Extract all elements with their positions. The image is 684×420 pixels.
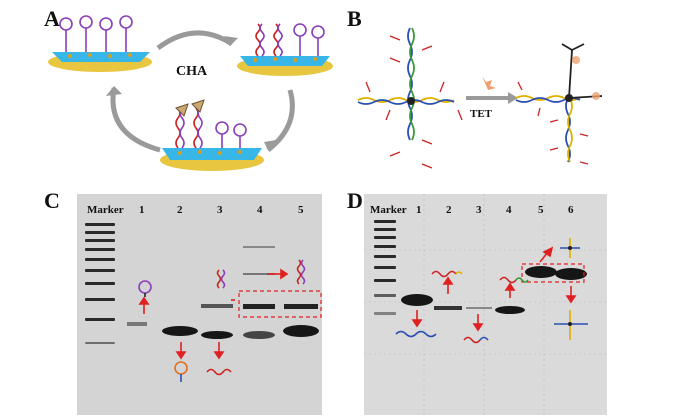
gel-d-marker-ladder	[374, 220, 396, 315]
gel-c-lane-label: 2	[177, 204, 183, 216]
gel-d-highlight-box	[521, 263, 585, 283]
gel-c-lane2-band	[162, 326, 198, 336]
gel-d-lane5-band	[525, 266, 557, 278]
panel-letter-b: B	[347, 6, 362, 31]
gel-d-lane1-band	[401, 294, 433, 306]
dna-tetrahedron-structure	[515, 43, 603, 165]
gel-d-lane2-band	[434, 306, 462, 310]
gel-d-lane4-band	[495, 306, 525, 314]
gel-c-lane-label: Marker	[87, 204, 124, 216]
gel-c-lane4-lower-band	[243, 331, 275, 339]
gel-c-lane-label: 4	[257, 204, 263, 216]
panel-letter-d: D	[347, 188, 363, 213]
gel-d-lane-label: 1	[416, 204, 422, 216]
surface-bottom	[160, 99, 264, 171]
gel-d-icons	[395, 238, 588, 344]
surface-top-left	[48, 15, 152, 72]
gel-c-lane5-band	[284, 304, 318, 309]
panel-letter-c: C	[44, 188, 60, 213]
gel-c-bands	[85, 223, 322, 382]
gel-d-lane-label: 6	[568, 204, 574, 216]
surface-top-right	[237, 23, 333, 76]
tet-enzyme-icon	[482, 76, 496, 90]
cycle-arrow-top	[156, 30, 234, 51]
gel-d-lane-label: 4	[506, 204, 512, 216]
gel-c-marker-ladder	[85, 223, 115, 344]
panel-letter-a: A	[44, 6, 60, 31]
cha-label: CHA	[176, 64, 208, 79]
gel-c-highlight-box	[238, 290, 322, 318]
tet-diagram	[357, 27, 603, 169]
gel-c-icons	[138, 259, 306, 382]
gel-c-lane3-upper-band	[201, 304, 233, 308]
gel-c-lane1-band	[127, 322, 147, 326]
gel-c-lane3-band	[201, 331, 233, 339]
gel-c-lane5-lower-band	[283, 325, 319, 337]
gel-d-lane3-band	[466, 307, 492, 309]
panel-a-schematic: CHA	[0, 0, 340, 190]
gel-c-lane-label: 3	[217, 204, 223, 216]
gel-d-bands	[364, 194, 607, 415]
gel-c-lane-label: 1	[139, 204, 145, 216]
gel-d: Marker 1 2 3 4 5 6	[364, 194, 607, 415]
gel-c-lane4-band	[243, 304, 275, 309]
gel-d-lane-label: 2	[446, 204, 452, 216]
gel-d-lane-label: 3	[476, 204, 482, 216]
gel-c-lane-label: 5	[298, 204, 304, 216]
gel-d-lane-label: 5	[538, 204, 544, 216]
gel-d-lane-label: Marker	[370, 204, 407, 216]
gel-d-lane6-band	[555, 268, 587, 280]
panel-b-schematic: TET	[340, 0, 684, 190]
cycle-arrow-right	[266, 89, 295, 152]
dna-cross-structure	[357, 27, 463, 169]
cycle-arrow-left	[110, 87, 161, 153]
cha-cycle-diagram	[48, 15, 333, 171]
tet-label: TET	[470, 108, 493, 120]
gel-c: Marker 1 2 3 4 5	[77, 194, 322, 415]
